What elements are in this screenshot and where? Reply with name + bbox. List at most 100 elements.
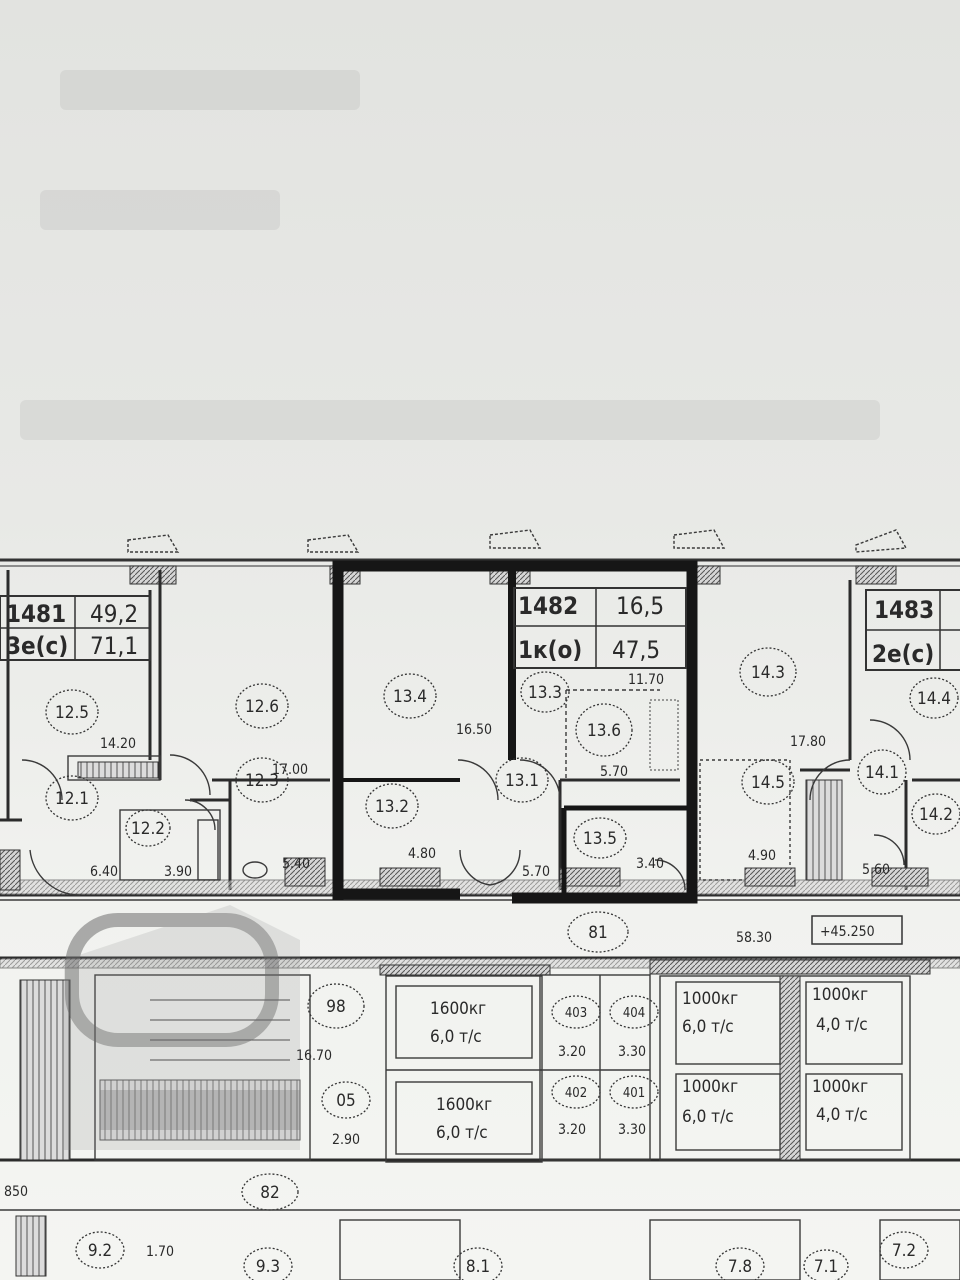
- room-label: 13.5: [573, 817, 627, 859]
- apt-1483-number: 1483: [874, 596, 934, 624]
- dim-label: 58.30: [736, 930, 772, 946]
- room-label: 14.4: [909, 677, 959, 719]
- dim-label: 4.90: [748, 848, 776, 864]
- room-label: 82: [241, 1173, 299, 1211]
- apt-1481-type: 3е(с): [6, 632, 68, 660]
- room-label: 13.1: [495, 757, 549, 803]
- room-label: 12.3: [235, 757, 289, 803]
- svg-text:12.6: 12.6: [245, 697, 279, 717]
- room-label: 13.6: [575, 703, 633, 757]
- svg-text:13.6: 13.6: [587, 721, 621, 741]
- svg-text:82: 82: [260, 1183, 279, 1203]
- dim-label: 16.70: [296, 1048, 332, 1064]
- svg-text:13.3: 13.3: [528, 683, 562, 703]
- room-label: 404: [609, 995, 659, 1029]
- svg-text:13.1: 13.1: [505, 771, 539, 791]
- storage-cap: 1000кг: [682, 989, 738, 1009]
- svg-text:14.4: 14.4: [917, 689, 951, 709]
- apt-1482-living: 16,5: [616, 592, 664, 620]
- room-labels: 12.5 12.6 13.4 13.3 13.6 14.3 14.4 12.1 …: [45, 647, 960, 1280]
- room-label: 05: [321, 1081, 371, 1119]
- dim-label: 4.80: [408, 846, 436, 862]
- apt-1483-table: 1483 2е(с): [865, 589, 960, 671]
- svg-text:14.3: 14.3: [751, 663, 785, 683]
- svg-text:402: 402: [565, 1086, 587, 1101]
- svg-text:14.5: 14.5: [751, 773, 785, 793]
- storage-load: 4,0 т/с: [816, 1105, 868, 1125]
- dim-label: 3.20: [558, 1044, 586, 1060]
- storage-labels: 1600кг 6,0 т/с 1600кг 6,0 т/с 1000кг 6,0…: [430, 985, 868, 1143]
- faded-header: [20, 70, 880, 440]
- room-label: 7.1: [803, 1249, 849, 1280]
- apt-1481-living: 49,2: [90, 600, 138, 628]
- room-label: 13.2: [365, 783, 419, 829]
- svg-text:7.2: 7.2: [892, 1241, 916, 1261]
- room-label: 12.2: [125, 809, 171, 847]
- svg-text:05: 05: [336, 1091, 355, 1111]
- room-label: 7.8: [715, 1247, 765, 1280]
- dim-label: 14.20: [100, 736, 136, 752]
- door-swings: [21, 719, 911, 896]
- storage-load: 4,0 т/с: [816, 1015, 868, 1035]
- svg-text:13.2: 13.2: [375, 797, 409, 817]
- apt-1481-table: 1481 49,2 3е(с) 71,1: [0, 595, 151, 661]
- corridor: [0, 879, 960, 969]
- dim-label: 3.30: [618, 1044, 646, 1060]
- room-label: 14.3: [739, 647, 797, 697]
- room-label: 8.1: [453, 1247, 503, 1280]
- dim-label: 5.40: [282, 856, 310, 872]
- dim-label: 11.70: [628, 672, 664, 688]
- window-bays: [127, 529, 908, 553]
- apt-1482-table: 1482 16,5 1к(о) 47,5: [513, 587, 687, 669]
- room-label: 12.5: [45, 689, 99, 735]
- storage-load: 6,0 т/с: [436, 1123, 488, 1143]
- room-label: 7.2: [879, 1231, 929, 1269]
- dim-label: 16.50: [456, 722, 492, 738]
- svg-text:404: 404: [623, 1006, 645, 1021]
- svg-text:7.1: 7.1: [814, 1257, 838, 1277]
- room-label: 402: [551, 1075, 601, 1109]
- room-label: 14.5: [741, 759, 795, 805]
- room-label: 98: [307, 983, 365, 1029]
- svg-text:12.2: 12.2: [131, 819, 165, 839]
- dim-label: 1.70: [146, 1244, 174, 1260]
- service-zone: [0, 959, 960, 1280]
- room-label: 81: [567, 911, 629, 953]
- apt-1482-number: 1482: [518, 592, 578, 620]
- storage-load: 6,0 т/с: [682, 1017, 734, 1037]
- svg-text:12.5: 12.5: [55, 703, 89, 723]
- dim-label: 3.90: [164, 864, 192, 880]
- apt-1481-number: 1481: [6, 600, 66, 628]
- dim-label: 3.30: [618, 1122, 646, 1138]
- room-label: 13.3: [520, 671, 570, 713]
- dim-label: 5.70: [600, 764, 628, 780]
- apartment-1482-outline[interactable]: [332, 560, 698, 904]
- svg-text:8.1: 8.1: [466, 1257, 490, 1277]
- svg-text:403: 403: [565, 1006, 587, 1021]
- apt-1482-total: 47,5: [612, 636, 660, 664]
- svg-text:9.2: 9.2: [88, 1241, 112, 1261]
- dim-label: 5.60: [862, 862, 890, 878]
- svg-text:12.1: 12.1: [55, 789, 89, 809]
- dim-label: 5.70: [522, 864, 550, 880]
- fixtures: [0, 699, 929, 891]
- room-label: 13.4: [383, 673, 437, 719]
- storage-load: 6,0 т/с: [430, 1027, 482, 1047]
- svg-text:13.4: 13.4: [393, 687, 427, 707]
- svg-text:14.2: 14.2: [919, 805, 953, 825]
- svg-text:7.8: 7.8: [728, 1257, 752, 1277]
- dim-label: 850: [4, 1184, 28, 1200]
- room-label: 12.6: [235, 683, 289, 729]
- apt-1481-total: 71,1: [90, 632, 138, 660]
- storage-cap: 1000кг: [812, 1077, 868, 1097]
- storage-cap: 1000кг: [812, 985, 868, 1005]
- room-label: 401: [609, 1075, 659, 1109]
- storage-load: 6,0 т/с: [682, 1107, 734, 1127]
- svg-text:9.3: 9.3: [256, 1257, 280, 1277]
- storage-cap: 1000кг: [682, 1077, 738, 1097]
- watermark-logo: [64, 905, 300, 1150]
- dim-label: 2.90: [332, 1132, 360, 1148]
- room-label: 14.1: [857, 749, 907, 795]
- room-label: 14.2: [911, 793, 960, 835]
